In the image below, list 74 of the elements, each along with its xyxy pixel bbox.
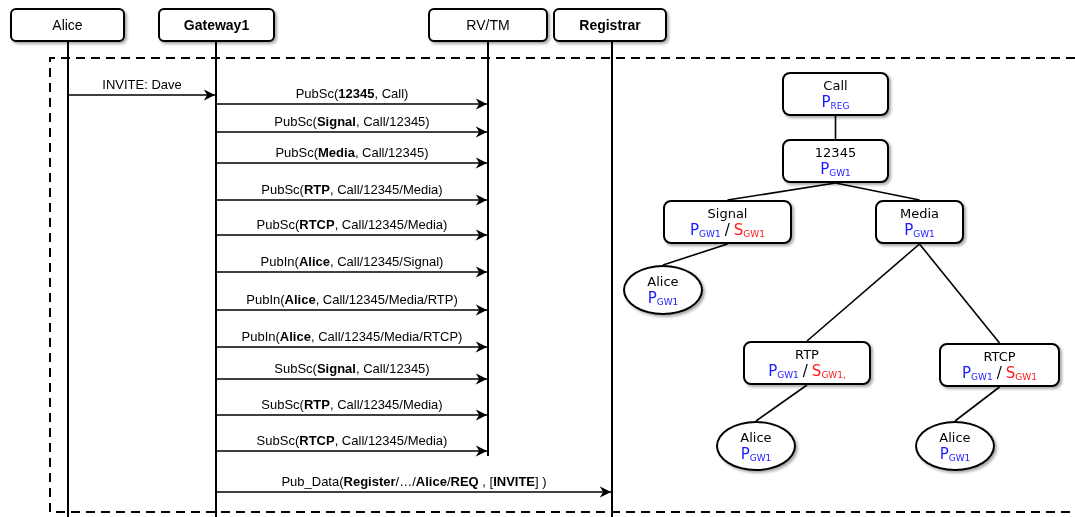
message-arrow <box>216 341 488 353</box>
tree-node-box <box>782 139 889 183</box>
message-arrow <box>216 98 488 110</box>
edge-label: SubSc(RTP, Call/12345/Media) <box>260 397 444 412</box>
participant-box: Alice <box>10 8 125 42</box>
tree-link <box>806 243 921 342</box>
lifeline <box>67 42 69 517</box>
message-arrow <box>216 373 488 385</box>
node-annotation: P$_{GW1}$ <box>768 363 799 379</box>
node-annotation: / <box>996 365 1002 381</box>
node-title: Alice <box>740 430 772 446</box>
node-title: Alice <box>939 430 971 446</box>
tree-link <box>918 243 1001 344</box>
node-title: Call <box>823 78 848 94</box>
tree-node-box <box>663 200 792 244</box>
message-arrow <box>68 89 216 101</box>
node-annotation: S$_{GW1}$ <box>1005 365 1037 381</box>
node-title: Alice <box>647 274 679 290</box>
tree-leaf-ellipse <box>915 421 995 471</box>
tree-link <box>834 115 837 140</box>
participant-box: Registrar <box>553 8 667 42</box>
edge-label: SubSc(Signal, Call/12345) <box>273 361 431 376</box>
tree-link <box>726 182 837 201</box>
edge-label: INVITE: Dave <box>101 77 183 92</box>
message-arrow <box>216 126 488 138</box>
edge-label: PubSc(12345, Call) <box>294 86 410 101</box>
tree-leaf-ellipse <box>716 421 796 471</box>
edge-label: SubSc(RTCP, Call/12345/Media) <box>255 433 449 448</box>
node-title: Media <box>899 206 939 222</box>
edge-label: PubIn(Alice, Call/12345/Media/RTP) <box>245 292 459 307</box>
node-annotation: / <box>724 222 730 238</box>
node-annotation: P$_{REG}$ <box>821 94 850 110</box>
message-arrow <box>216 266 488 278</box>
edge-label: Pub_Data(Register/…/Alice/REQ , [INVITE] ) <box>280 474 548 489</box>
tree-node-box <box>782 72 889 116</box>
edge-label: PubIn(Alice, Call/12345/Signal) <box>259 254 445 269</box>
node-annotation: S$_{GW1}$ <box>733 222 765 238</box>
node-annotation: P$_{GW1}$ <box>690 222 721 238</box>
lifeline <box>487 42 489 456</box>
node-annotation: P$_{GW1}$ <box>820 161 851 177</box>
tree-link <box>755 384 808 422</box>
message-arrow <box>216 486 612 498</box>
tree-node-box <box>939 343 1060 387</box>
edge-label: PubIn(Alice, Call/12345/Media/RTCP) <box>240 329 464 344</box>
node-annotation: P$_{GW1}$ <box>904 222 935 238</box>
edge-label: PubSc(Media, Call/12345) <box>274 145 430 160</box>
message-arrow <box>216 229 488 241</box>
message-arrow <box>216 157 488 169</box>
edge-label: PubSc(RTP, Call/12345/Media) <box>260 182 444 197</box>
node-annotation: P$_{GW1}$ <box>939 446 971 462</box>
participant-box: Gateway1 <box>158 8 275 42</box>
node-annotation: S$_{GW1,}$ <box>811 363 846 379</box>
lifeline <box>611 42 613 517</box>
node-annotation: P$_{GW1}$ <box>740 446 772 462</box>
edge-label: PubSc(RTCP, Call/12345/Media) <box>255 217 449 232</box>
node-title: RTCP <box>983 349 1016 365</box>
node-annotation: / <box>802 363 808 379</box>
node-title: Signal <box>707 206 748 222</box>
message-arrow <box>216 194 488 206</box>
message-arrow <box>216 445 488 457</box>
tree-node-box <box>875 200 964 244</box>
tree-link <box>834 182 921 201</box>
node-title: 12345 <box>814 145 857 161</box>
edge-label: PubSc(Signal, Call/12345) <box>273 114 431 129</box>
node-title: RTP <box>795 347 819 363</box>
message-arrow <box>216 409 488 421</box>
tree-node-box <box>743 341 871 385</box>
tree-leaf-ellipse <box>623 265 703 315</box>
lifeline <box>215 42 217 517</box>
message-arrow <box>216 304 488 316</box>
node-annotation: P$_{GW1}$ <box>962 365 993 381</box>
node-annotation: P$_{GW1}$ <box>647 290 679 306</box>
participant-box: RV/TM <box>428 8 548 42</box>
tree-link <box>954 386 1001 422</box>
